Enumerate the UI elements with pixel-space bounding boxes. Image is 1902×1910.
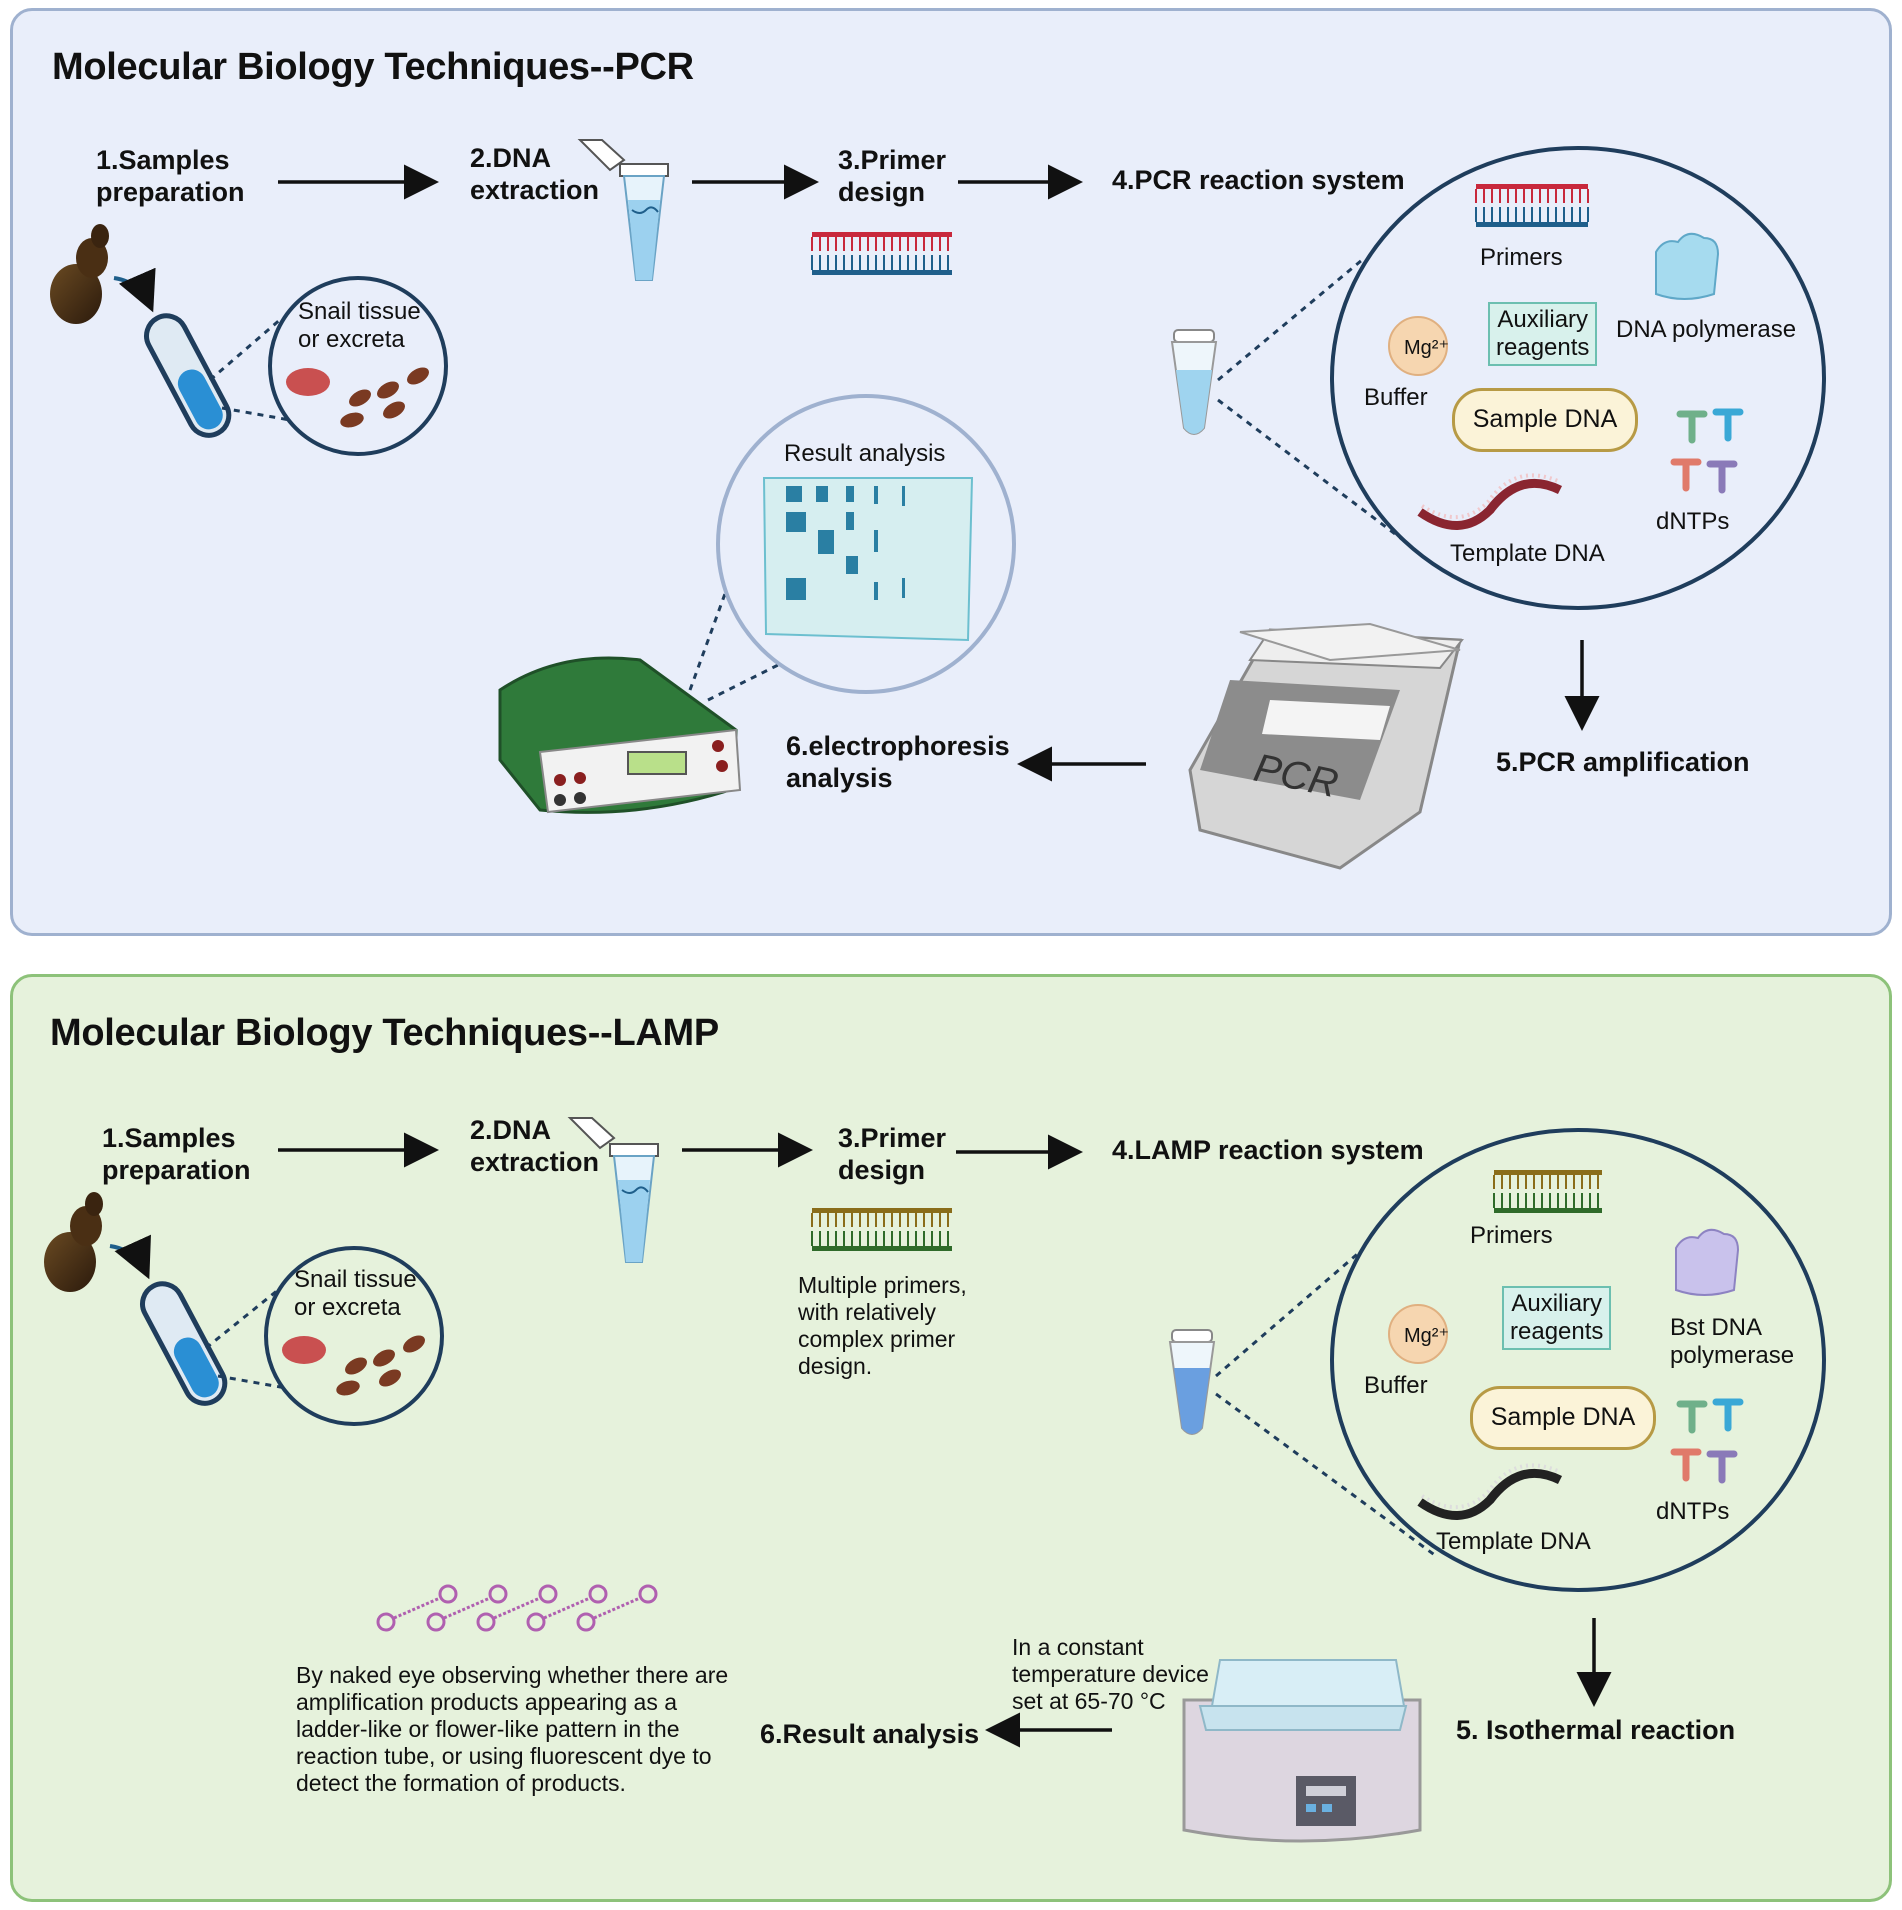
lamp-mg-label: Mg²⁺ bbox=[1404, 1325, 1449, 1347]
lamp-template-dna-label: Template DNA bbox=[1436, 1528, 1591, 1555]
lamp-title: Molecular Biology Techniques--LAMP bbox=[50, 1012, 719, 1054]
lamp-step5-label: 5. Isothermal reaction bbox=[1456, 1715, 1736, 1745]
pcr-step4-label: 4.PCR reaction system bbox=[1112, 165, 1405, 195]
pcr-auxiliary-label: Auxiliary reagents bbox=[1488, 302, 1598, 366]
lamp-dntps-label: dNTPs bbox=[1656, 1498, 1730, 1525]
pcr-step2-label: 2.DNA extraction bbox=[470, 143, 600, 205]
electrophoresis-device-icon bbox=[498, 656, 742, 814]
lamp-mg-ion-icon bbox=[1388, 1304, 1448, 1364]
pcr-title: Molecular Biology Techniques--PCR bbox=[52, 46, 694, 88]
lamp-step1-label: 1.Samples preparation bbox=[102, 1123, 251, 1185]
pcr-reaction-primers-icon bbox=[1475, 184, 1589, 227]
pcr-reaction-circle bbox=[1330, 146, 1826, 610]
pcr-machine-icon: PCR bbox=[1188, 622, 1464, 870]
lamp-extraction-tube-icon bbox=[567, 1117, 659, 1263]
lamp-step3-label: 3.Primer design bbox=[838, 1123, 947, 1185]
mg-ion-icon bbox=[1388, 316, 1448, 376]
pcr-reaction-tube-icon bbox=[1170, 329, 1218, 435]
lamp-buffer-label: Buffer bbox=[1364, 1372, 1428, 1399]
lamp-primer-note: Multiple primers, with relatively comple… bbox=[798, 1272, 967, 1379]
pcr-dntps-label: dNTPs bbox=[1656, 508, 1730, 535]
pcr-polymerase-label: DNA polymerase bbox=[1616, 316, 1797, 343]
template-dna-icon bbox=[1417, 473, 1563, 530]
lamp-sample-label: Snail tissue or excreta bbox=[294, 1266, 417, 1321]
pcr-mg-label: Mg²⁺ bbox=[1404, 337, 1449, 359]
pcr-step5-label: 5.PCR amplification bbox=[1496, 747, 1750, 777]
water-bath-icon bbox=[1182, 1659, 1422, 1843]
pcr-template-dna-label: Template DNA bbox=[1450, 540, 1605, 567]
pcr-sample-dna-pill: Sample DNA bbox=[1452, 388, 1638, 452]
lamp-reaction-tube-icon bbox=[1168, 1329, 1216, 1435]
result-analysis-label: Result analysis bbox=[784, 440, 946, 467]
lamp-test-tube-icon bbox=[140, 1281, 228, 1406]
lamp-auxiliary-label: Auxiliary reagents bbox=[1502, 1286, 1612, 1350]
lamp-polymerase-label: Bst DNA polymerase bbox=[1670, 1314, 1795, 1369]
lamp-step4-label: 4.LAMP reaction system bbox=[1112, 1135, 1424, 1165]
lamp-step2-label: 2.DNA extraction bbox=[470, 1115, 600, 1177]
dna-polymerase-icon bbox=[1655, 232, 1720, 300]
test-tube-icon bbox=[144, 313, 232, 438]
pcr-step1-label: 1.Samples preparation bbox=[96, 145, 245, 207]
lamp-snail-icon bbox=[44, 1192, 103, 1292]
lamp-result-note: By naked eye observing whether there are… bbox=[296, 1662, 729, 1796]
lamp-primers-label: Primers bbox=[1470, 1222, 1553, 1249]
lamp-device-note: In a constant temperature device set at … bbox=[1012, 1634, 1209, 1714]
lamp-step6-label: 6.Result analysis bbox=[760, 1719, 980, 1749]
lamp-reaction-primers-icon bbox=[1493, 1170, 1602, 1213]
pcr-buffer-label: Buffer bbox=[1364, 384, 1428, 411]
dntps-icon bbox=[1670, 408, 1744, 494]
bst-polymerase-icon bbox=[1675, 1228, 1740, 1296]
pcr-step3-label: 3.Primer design bbox=[838, 145, 947, 207]
lamp-template-dna-icon bbox=[1417, 1463, 1563, 1520]
pcr-sample-label: Snail tissue or excreta bbox=[298, 298, 421, 353]
lamp-dntps-icon bbox=[1670, 1398, 1744, 1484]
gel-icon bbox=[762, 477, 974, 642]
lamp-products-icon bbox=[376, 1584, 658, 1632]
lamp-primer-icon bbox=[811, 1208, 952, 1251]
extraction-tube-icon bbox=[577, 139, 669, 281]
pcr-primer-icon bbox=[811, 232, 952, 275]
pcr-primers-label: Primers bbox=[1480, 244, 1563, 271]
lamp-sample-dna-pill: Sample DNA bbox=[1470, 1386, 1656, 1450]
pcr-step6-label: 6.electrophoresis analysis bbox=[786, 731, 1010, 793]
snail-icon bbox=[50, 224, 109, 324]
